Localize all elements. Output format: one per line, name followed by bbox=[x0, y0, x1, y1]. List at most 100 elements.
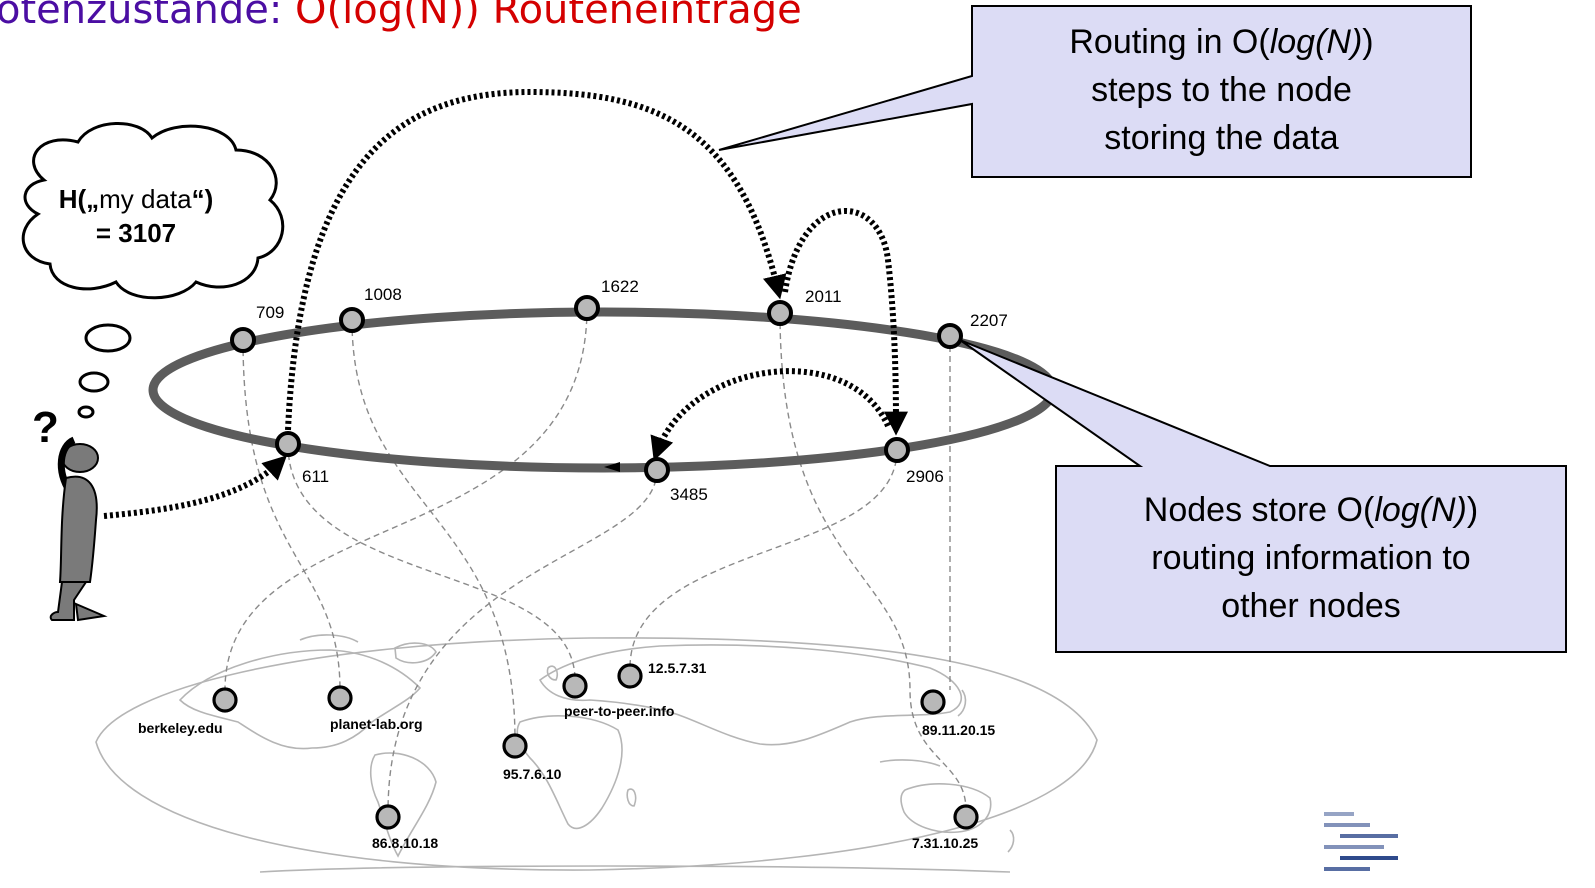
ring-node-1622 bbox=[574, 295, 600, 321]
slide-title-main: otenzustände: bbox=[0, 0, 296, 33]
thought-quote-close: “ bbox=[191, 184, 205, 214]
hop-user-to-611 bbox=[103, 455, 287, 519]
storage-line1-post: ) bbox=[1466, 491, 1479, 529]
person-legs bbox=[49, 581, 88, 621]
map-madagascar bbox=[626, 788, 637, 807]
host-nodes bbox=[212, 663, 979, 830]
storage-callout-text: Nodes store O(log(N)) routing informatio… bbox=[1056, 486, 1566, 630]
logo-bar-1 bbox=[1324, 812, 1354, 816]
storage-callout-line-3: other nodes bbox=[1221, 587, 1401, 625]
ring-node-label-2207: 2207 bbox=[970, 311, 1008, 330]
host-label-peer-to-peer: peer-to-peer.info bbox=[564, 703, 674, 719]
host-node-7-31-10-25 bbox=[953, 804, 979, 830]
logo-bar-3 bbox=[1340, 834, 1398, 838]
map-outline bbox=[95, 637, 1098, 871]
map-australia bbox=[900, 783, 992, 834]
ring-node-3485 bbox=[644, 457, 670, 483]
thought-bubble bbox=[21, 122, 285, 419]
hop-2011-to-2906 bbox=[782, 208, 908, 436]
map-japan bbox=[957, 689, 967, 717]
ring-node-label-2011: 2011 bbox=[805, 287, 842, 306]
ring-node-label-1008: 1008 bbox=[364, 285, 402, 304]
host-label-berkeley: berkeley.edu bbox=[138, 720, 223, 736]
map-antarctica bbox=[259, 865, 1011, 873]
hop-2906-to-3485 bbox=[650, 368, 891, 462]
host-node-peer-to-peer bbox=[562, 673, 588, 699]
ring-node-label-1622: 1622 bbox=[601, 277, 639, 296]
host-node-89-11-20-15 bbox=[920, 689, 946, 715]
host-node-95-7-6-10 bbox=[502, 733, 528, 759]
slide-title-accent: O(log(N)) Routeneinträge bbox=[295, 0, 802, 33]
storage-callout-line-2: routing information to bbox=[1151, 539, 1471, 577]
host-label-89-11-20-15: 89.11.20.15 bbox=[922, 722, 995, 738]
node-host-connectors bbox=[224, 307, 967, 813]
host-label-12-5-7-31: 12.5.7.31 bbox=[648, 660, 707, 676]
ring-node-611 bbox=[275, 431, 301, 457]
ring-node-2011 bbox=[767, 300, 793, 326]
host-labels: berkeley.edu planet-lab.org 86.8.10.18 9… bbox=[138, 660, 995, 851]
question-mark: ? bbox=[32, 403, 59, 452]
storage-line1-italic: log(N) bbox=[1374, 491, 1467, 529]
host-node-planet-lab bbox=[327, 685, 353, 711]
map-eurasia bbox=[538, 644, 962, 746]
ring-node-1008 bbox=[339, 307, 365, 333]
thought-text: H(„my data“) = 3107 bbox=[36, 182, 236, 250]
ring-node-709 bbox=[230, 327, 256, 353]
routing-callout-line-2: steps to the node bbox=[1091, 71, 1352, 109]
host-label-86-8-10-18: 86.8.10.18 bbox=[372, 835, 438, 851]
connector-709 bbox=[242, 339, 341, 691]
routing-hops bbox=[103, 88, 908, 519]
logo-bar-2 bbox=[1324, 823, 1370, 827]
routing-callout-line-1: Routing in O(log(N)) bbox=[972, 18, 1471, 66]
ring-node-labels: 709 1008 1622 2011 2207 2906 3485 611 bbox=[256, 277, 1008, 504]
ring-node-2906 bbox=[884, 437, 910, 463]
thought-line-2: = 3107 bbox=[36, 216, 236, 250]
hop-611-to-2011 bbox=[285, 88, 787, 431]
connector-1008 bbox=[351, 319, 516, 741]
routing-line1-post: ) bbox=[1362, 23, 1374, 61]
slide-title: otenzustände: O(log(N)) Routeneinträge bbox=[0, 0, 802, 34]
map-new-zealand bbox=[1007, 829, 1015, 853]
host-node-12-5-7-31 bbox=[617, 663, 643, 689]
host-label-7-31-10-25: 7.31.10.25 bbox=[912, 835, 978, 851]
thought-quote-open: „ bbox=[86, 184, 100, 214]
routing-callout-line-3: storing the data bbox=[1104, 119, 1339, 157]
storage-line1-pre: Nodes store O( bbox=[1143, 491, 1375, 529]
ring-direction-arrow bbox=[604, 462, 620, 472]
map-south-america bbox=[369, 752, 437, 858]
map-uk bbox=[546, 665, 559, 681]
routing-callout-text: Routing in O(log(N)) steps to the node s… bbox=[972, 18, 1471, 162]
routing-line1-italic: log(N) bbox=[1269, 23, 1363, 61]
ring-node-label-709: 709 bbox=[256, 303, 284, 322]
ring-node-label-611: 611 bbox=[302, 467, 329, 486]
connector-2011 bbox=[779, 312, 967, 811]
thinking-person: ? bbox=[32, 403, 108, 622]
connector-3485 bbox=[387, 469, 658, 813]
host-node-86-8-10-18 bbox=[375, 804, 401, 830]
map-canada-islands bbox=[299, 634, 359, 643]
host-node-berkeley bbox=[212, 687, 238, 713]
thought-bubble-small bbox=[77, 405, 95, 419]
world-map bbox=[95, 634, 1098, 873]
host-label-planet-lab: planet-lab.org bbox=[330, 716, 423, 732]
thought-line-1: H(„my data“) bbox=[36, 182, 236, 216]
storage-callout-box bbox=[959, 339, 1567, 653]
map-africa bbox=[516, 715, 623, 830]
ring-node-2207 bbox=[937, 323, 963, 349]
map-north-america bbox=[178, 649, 422, 750]
thought-hash-value: = 3107 bbox=[95, 218, 177, 248]
thought-key: my data bbox=[99, 184, 192, 214]
routing-callout-box bbox=[718, 5, 1472, 178]
thought-bubble-medium bbox=[78, 371, 110, 393]
person-body bbox=[58, 475, 98, 583]
thought-hash-fn: H( bbox=[58, 184, 87, 214]
university-logo bbox=[1324, 812, 1398, 871]
host-label-95-7-6-10: 95.7.6.10 bbox=[503, 766, 562, 782]
logo-bar-4 bbox=[1324, 845, 1384, 849]
thought-bubble-large bbox=[84, 323, 132, 353]
storage-callout-line-1: Nodes store O(log(N)) bbox=[1056, 486, 1566, 534]
map-greenland bbox=[394, 642, 437, 664]
map-indonesia bbox=[879, 759, 941, 767]
person-feet bbox=[74, 602, 108, 622]
